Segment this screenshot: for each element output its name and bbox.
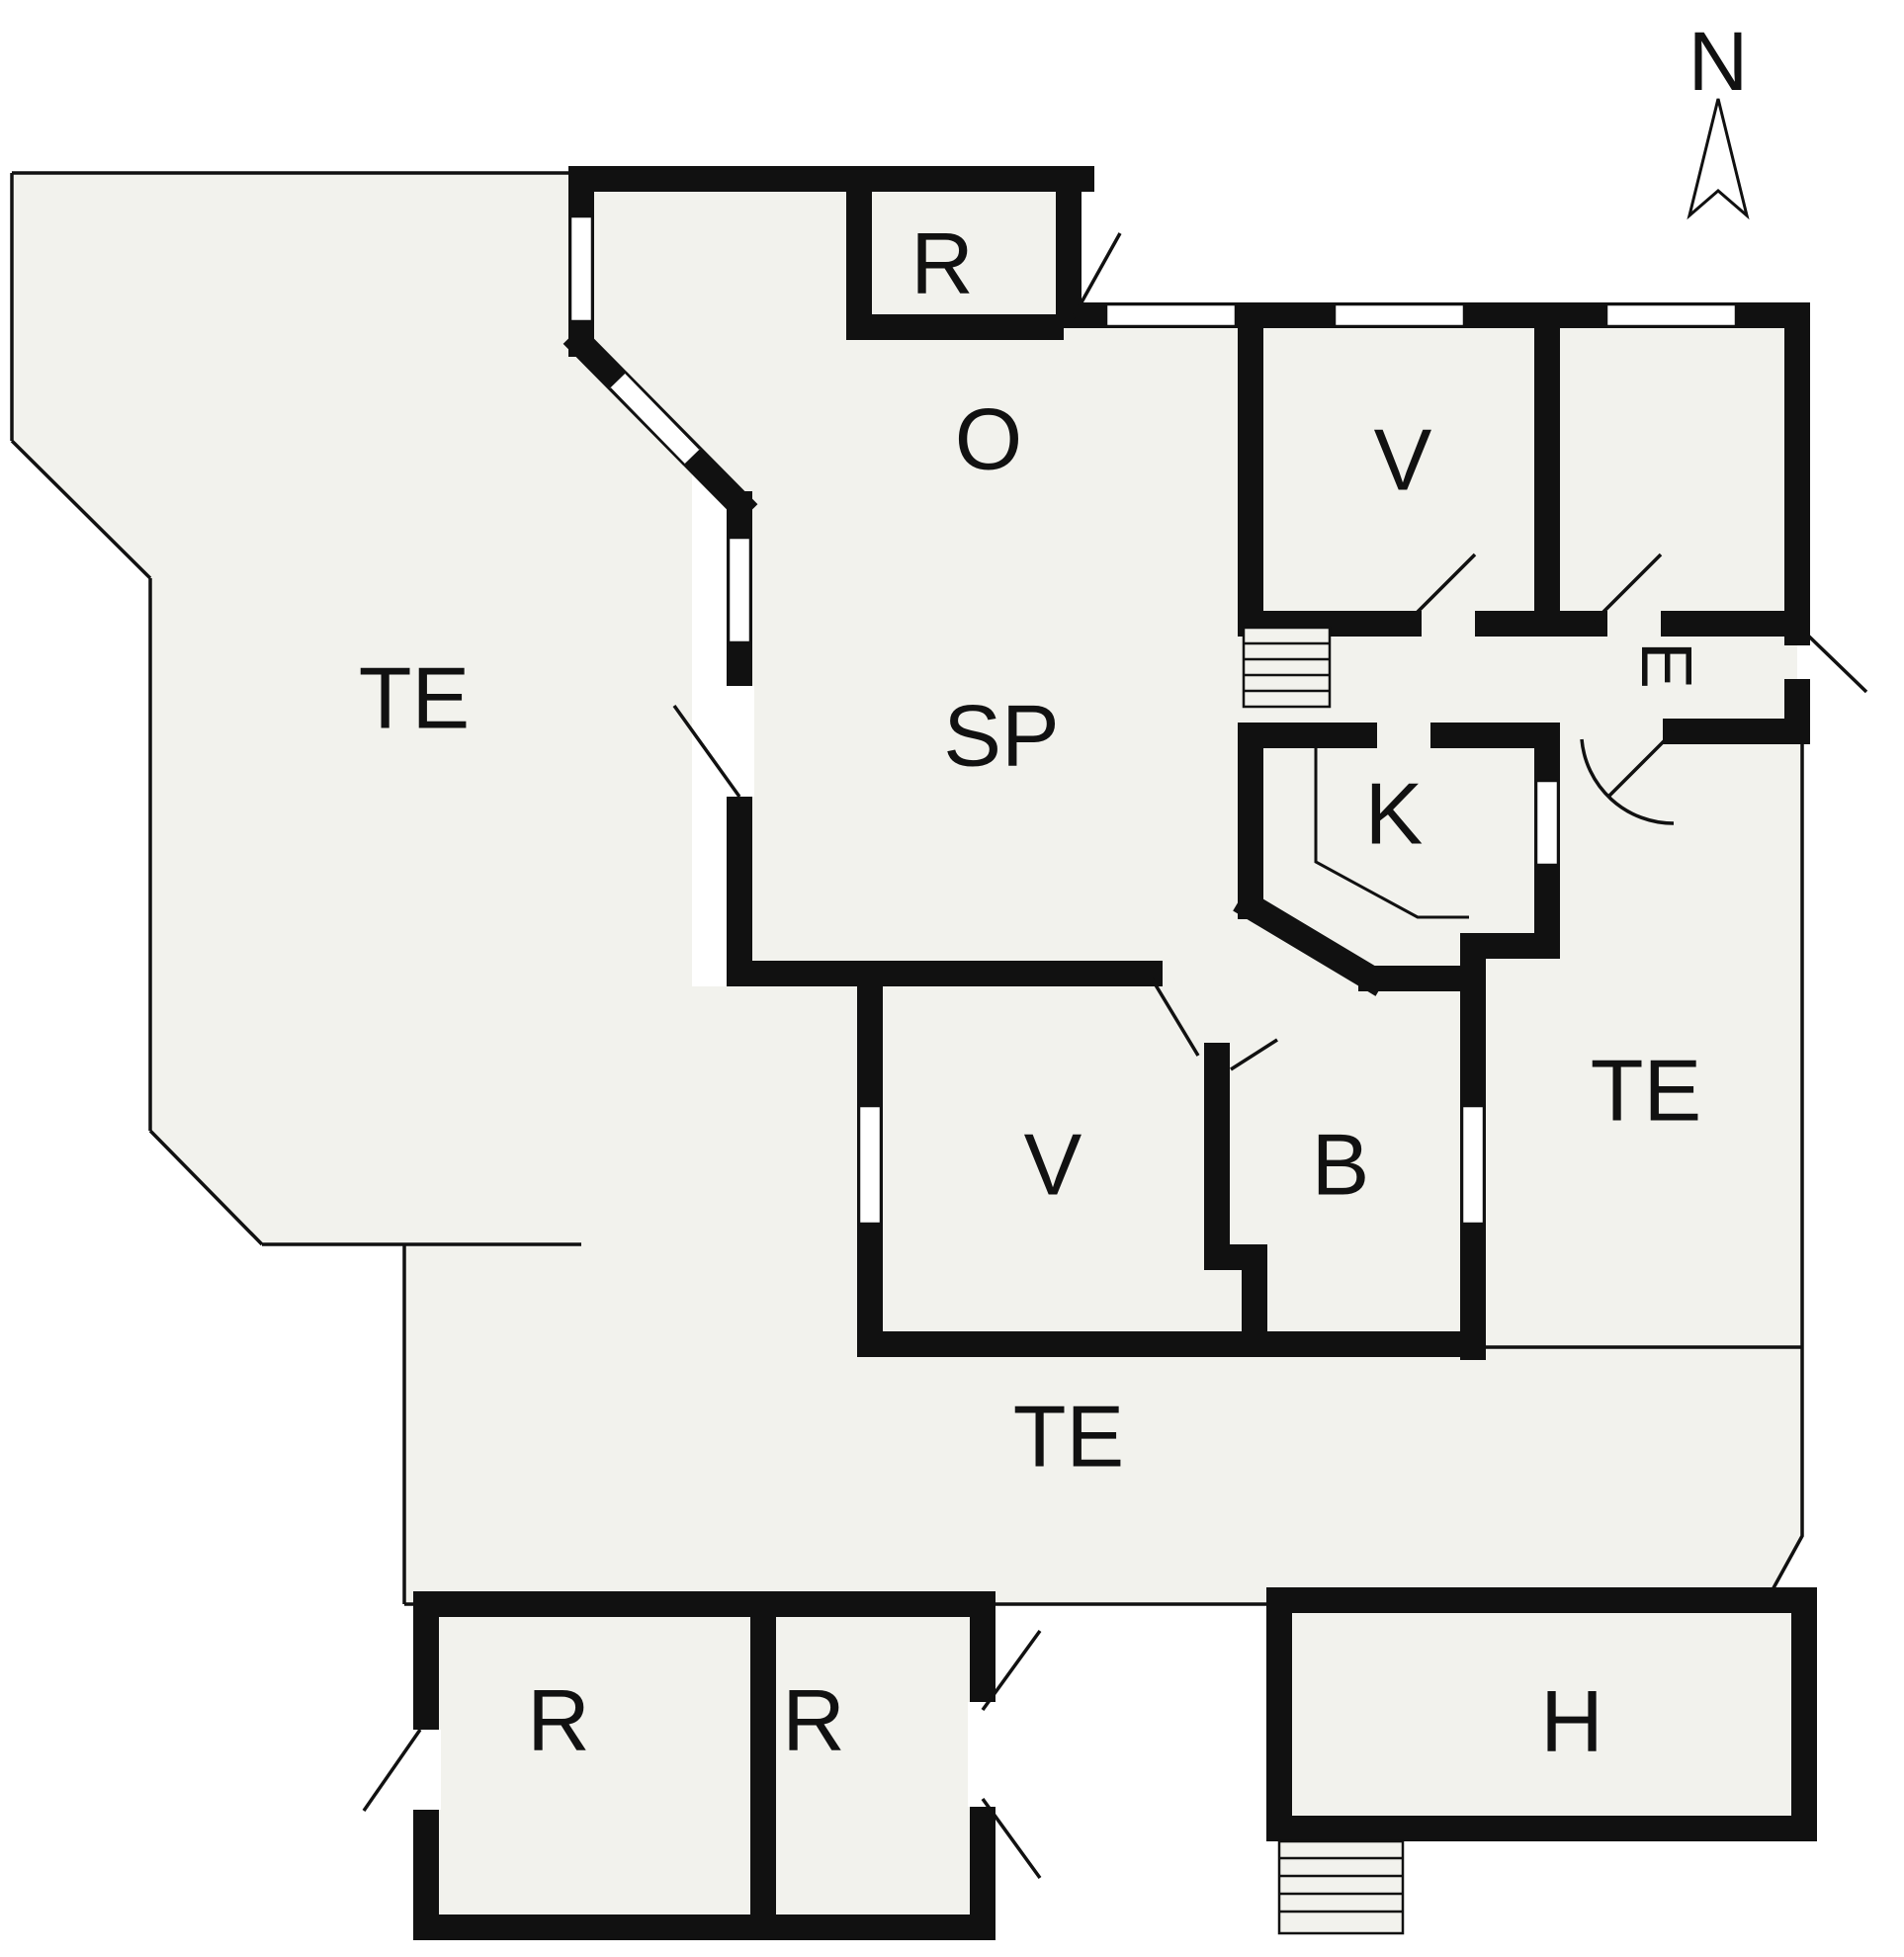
window-icon-diagonal [609, 372, 701, 466]
outbuilding-h-block [1266, 1587, 1817, 1841]
room-label-terrace-west: TE [359, 649, 470, 747]
door-swing [981, 1629, 1042, 1712]
door-swing [1407, 553, 1477, 623]
stairs-entry [1242, 626, 1332, 709]
room-label-b: B [1312, 1116, 1370, 1214]
window-icon [568, 214, 594, 323]
outbuilding-r-block [413, 1591, 995, 1940]
room-label-o: O [955, 390, 1022, 488]
door-gap [968, 1702, 997, 1807]
door-swing [1150, 978, 1200, 1057]
door-swing [1230, 1038, 1278, 1071]
room-labels: R O V TE SP K E TE V B TE R R H [359, 214, 1705, 1770]
room-label-sp: SP [943, 687, 1059, 785]
room-label-terrace-south: TE [1013, 1388, 1124, 1486]
door-gap [411, 1730, 441, 1810]
door-markers [362, 232, 1868, 1880]
window-icon [1104, 302, 1238, 328]
north-arrow-icon [1687, 98, 1750, 220]
stairs-h-block [1277, 1839, 1405, 1935]
door-swing [362, 1729, 422, 1812]
room-label-v-northeast: V [1374, 411, 1432, 509]
door-swing [1606, 729, 1676, 799]
room-label-r-southwest-right: R [782, 1671, 845, 1769]
door-swing [981, 1797, 1042, 1880]
door-swing [1071, 232, 1122, 319]
room-label-k: K [1365, 765, 1424, 863]
room-label-r-southwest-left: R [527, 1671, 590, 1769]
window-icon [857, 1104, 883, 1226]
door-swing [1593, 553, 1663, 623]
compass-north-label: N [1688, 15, 1749, 108]
room-label-e: E [1626, 641, 1705, 689]
door-swing [1805, 633, 1868, 694]
room-label-v-south: V [1024, 1116, 1082, 1214]
door-swing [672, 704, 741, 799]
window-icon [1460, 1104, 1486, 1226]
door-swing-arc [1580, 738, 1675, 825]
window-icon [1333, 302, 1466, 328]
compass: N [1687, 15, 1750, 220]
terrace-edges [10, 171, 1804, 1606]
window-icon [727, 536, 752, 644]
window-icon [1534, 779, 1560, 867]
window-icon [1604, 302, 1738, 328]
door-gap [725, 686, 754, 797]
window-markers [568, 214, 1738, 1226]
terrace-west-fill [12, 173, 692, 1244]
kitchen-counter [1314, 743, 1469, 919]
terrace-edge-lines [10, 171, 1804, 1606]
room-label-h: H [1540, 1672, 1603, 1770]
room-label-r-top: R [910, 214, 974, 312]
room-label-terrace-east: TE [1591, 1042, 1701, 1140]
